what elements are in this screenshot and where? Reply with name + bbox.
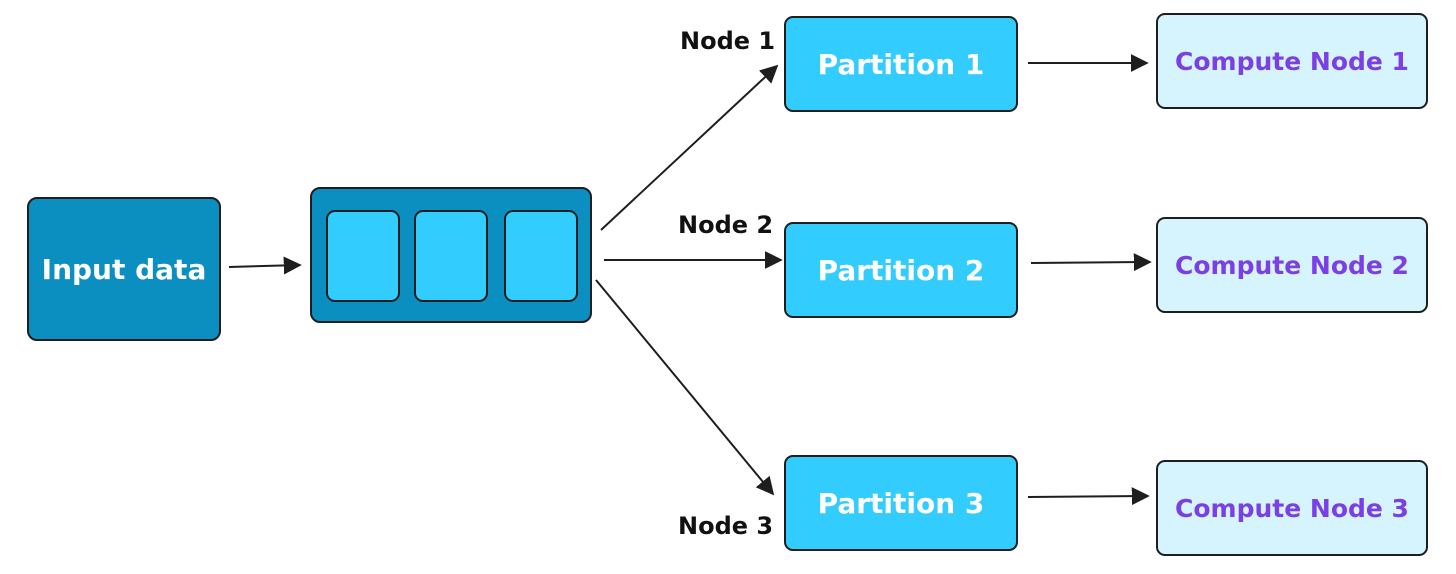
partition-2-box: Partition 2: [784, 222, 1018, 318]
compute-node-3-box: Compute Node 3: [1156, 460, 1428, 556]
arrow-partition-3-to-compute-3: [1027, 487, 1150, 506]
node-1-label: Node 1: [680, 27, 776, 55]
compute-node-3-label: Compute Node 3: [1175, 493, 1409, 523]
compute-node-1-label: Compute Node 1: [1175, 46, 1409, 76]
input-data-label: Input data: [41, 252, 207, 286]
data-chunk: [414, 210, 488, 302]
partition-3-label: Partition 3: [817, 486, 985, 520]
arrow-input-to-splitter: [228, 256, 302, 275]
node-3-label: Node 3: [678, 512, 774, 540]
partition-1-label: Partition 1: [817, 47, 985, 81]
partition-1-box: Partition 1: [784, 16, 1018, 112]
node-2-label: Node 2: [678, 211, 774, 239]
arrow-splitter-to-partition-1: [600, 64, 779, 231]
partitioner-box: [310, 187, 592, 323]
compute-node-1-box: Compute Node 1: [1156, 13, 1428, 109]
arrow-splitter-to-partition-3: [595, 279, 775, 496]
data-chunk: [326, 210, 400, 302]
data-chunk: [504, 210, 578, 302]
compute-node-2-box: Compute Node 2: [1156, 217, 1428, 313]
input-data-box: Input data: [27, 197, 221, 341]
partition-2-label: Partition 2: [817, 253, 985, 287]
compute-node-2-label: Compute Node 2: [1175, 250, 1409, 280]
partition-3-box: Partition 3: [784, 455, 1018, 551]
arrow-partition-2-to-compute-2: [1030, 253, 1152, 272]
